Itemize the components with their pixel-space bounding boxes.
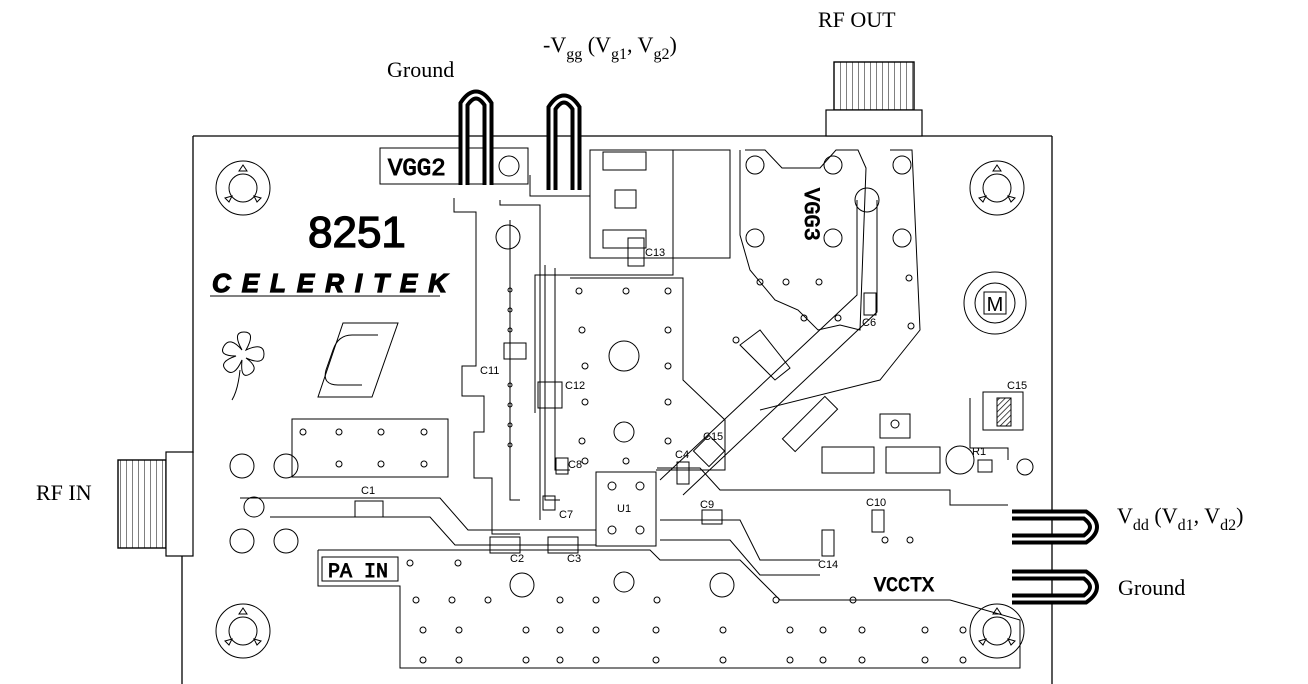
rf-out-label: RF OUT bbox=[818, 7, 896, 32]
vgg3-region: VGG3 bbox=[739, 149, 912, 331]
svg-text:C10: C10 bbox=[866, 497, 886, 509]
mounting-hole-top-left bbox=[215, 160, 271, 216]
svg-text:R1: R1 bbox=[972, 446, 986, 458]
svg-text:C11: C11 bbox=[480, 365, 499, 377]
vgg-wire bbox=[546, 93, 582, 190]
rf-in-connector bbox=[117, 451, 194, 557]
vdd-prefix: V bbox=[1117, 503, 1133, 528]
vgg-sub: gg bbox=[566, 46, 582, 63]
pad-mid bbox=[614, 189, 637, 209]
vdd-wire bbox=[1012, 509, 1099, 545]
svg-text:C13: C13 bbox=[645, 247, 665, 259]
ground-wire-right bbox=[1012, 569, 1099, 605]
clover-logo bbox=[222, 331, 265, 401]
vgg-paren-open: (V bbox=[582, 32, 611, 57]
vdd-sub: dd bbox=[1133, 517, 1149, 534]
svg-text:C4: C4 bbox=[675, 449, 689, 461]
ground-right-label: Ground bbox=[1118, 575, 1185, 600]
mount-mark-text: M bbox=[987, 294, 1004, 316]
svg-text:C3: C3 bbox=[567, 553, 581, 565]
svg-text:C9: C9 bbox=[700, 499, 714, 511]
svg-text:U1: U1 bbox=[617, 503, 631, 515]
svg-text:C7: C7 bbox=[559, 509, 573, 521]
vdd-comma: , V bbox=[1194, 503, 1221, 528]
svg-text:C2: C2 bbox=[510, 553, 524, 565]
svg-text:C8: C8 bbox=[568, 459, 582, 471]
svg-text:C15: C15 bbox=[1007, 380, 1027, 392]
mount-mark-m: M bbox=[963, 271, 1027, 335]
celeritek-logo: CELERITEK bbox=[210, 267, 450, 398]
vdd-paren-close: ) bbox=[1236, 503, 1243, 528]
vias bbox=[299, 274, 967, 664]
ground-wire-top bbox=[458, 89, 494, 185]
vgg-paren-close: ) bbox=[669, 32, 676, 57]
vgg-comma: , V bbox=[627, 32, 654, 57]
pad-top-2 bbox=[602, 229, 647, 249]
vgg-g1: g1 bbox=[611, 46, 627, 63]
brand-text: CELERITEK bbox=[212, 268, 449, 298]
vgg3-label: VGG3 bbox=[798, 188, 823, 241]
rf-input-trace bbox=[240, 496, 596, 546]
svg-text:C6: C6 bbox=[862, 317, 876, 329]
svg-text:C14: C14 bbox=[818, 559, 838, 571]
ground-top-label: Ground bbox=[387, 57, 454, 82]
vcctx-label: VCCTX bbox=[874, 575, 934, 598]
svg-text:C12: C12 bbox=[565, 380, 585, 392]
left-pad-array bbox=[229, 418, 449, 554]
vdd-label: Vdd (Vd1, Vd2) bbox=[1117, 503, 1243, 534]
vgg-g2: g2 bbox=[653, 46, 669, 63]
pa-in-label: PA IN bbox=[328, 561, 388, 584]
vdd-paren-open: (V bbox=[1149, 503, 1178, 528]
rf-out-connector bbox=[825, 61, 923, 137]
svg-text:C15: C15 bbox=[703, 431, 723, 443]
vdd-d1: d1 bbox=[1178, 517, 1194, 534]
rf-section bbox=[570, 277, 1008, 593]
mounting-hole-top-right bbox=[969, 160, 1025, 216]
rf-output-trace bbox=[659, 149, 921, 496]
mounting-hole-bottom-right bbox=[969, 603, 1025, 659]
amplifier-u1 bbox=[595, 471, 657, 547]
mounting-hole-bottom-left bbox=[215, 603, 271, 659]
capacitors bbox=[354, 237, 1034, 557]
pad-top bbox=[602, 151, 647, 171]
rf-in-label: RF IN bbox=[36, 480, 92, 505]
vgg2-header: VGG2 bbox=[379, 147, 529, 185]
vdd-d2: d2 bbox=[1220, 517, 1236, 534]
component-labels: C13 C6 C11 C12 C8 C7 C4 C15 C9 C10 C14 C… bbox=[361, 247, 1027, 571]
svg-text:C1: C1 bbox=[361, 485, 375, 497]
part-number-label: 8251 bbox=[308, 208, 406, 257]
vgg-prefix: -V bbox=[543, 32, 566, 57]
pa-in-ground-plane: PA IN VCCTX bbox=[317, 549, 1021, 669]
vgg2-label: VGG2 bbox=[388, 156, 446, 183]
vgg-label: -Vgg (Vg1, Vg2) bbox=[543, 32, 677, 63]
